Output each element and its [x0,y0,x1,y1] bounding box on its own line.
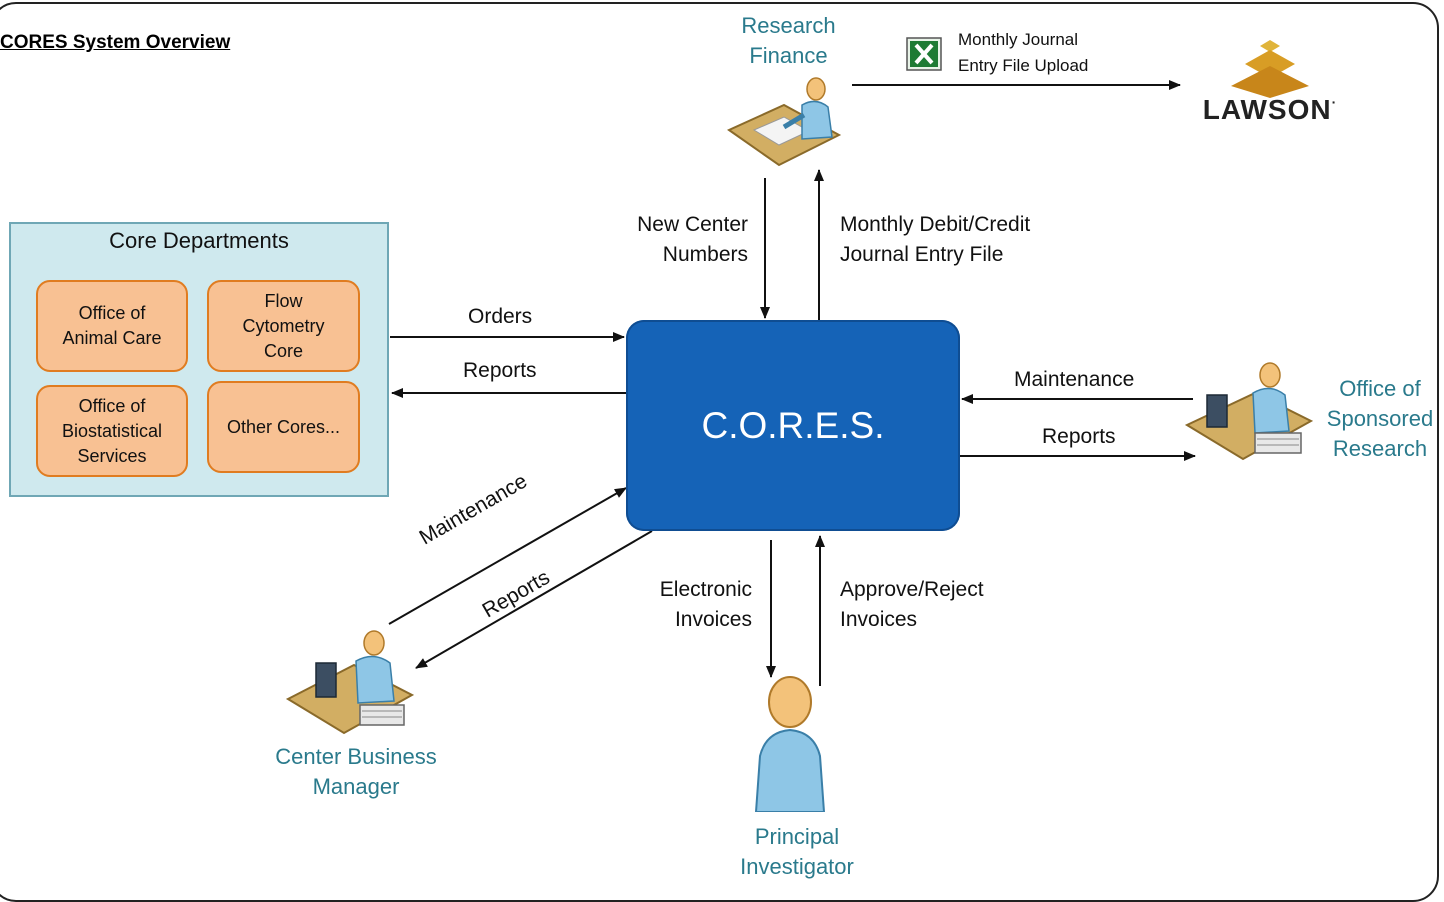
cores-system-box: C.O.R.E.S. [626,320,960,531]
reports-core-label: Reports [463,359,537,382]
core-office-animal-care: Office of Animal Care [36,280,188,372]
sponsored-research-person-at-desk-icon [1185,362,1313,461]
research-finance-person-at-desk-icon [726,77,842,167]
debit-credit-label: Monthly Debit/Credit Journal Entry File [840,213,1031,266]
actor-principal-investigator-label: Principal Investigator [740,824,854,879]
core-departments-title: Core Departments [109,228,289,253]
lawson-mark-icon [1231,40,1309,98]
maintenance-osr-label: Maintenance [1014,368,1135,391]
actor-research-finance-label: Research Finance [741,13,836,68]
cores-system-label: C.O.R.E.S. [701,404,885,446]
core-flow-cytometry: Flow Cytometry Core [207,280,360,372]
arrow-maintenance-cbm [388,487,627,625]
electronic-invoices-label: Electronic Invoices [659,578,752,631]
core-departments-group: Core Departments Office of Animal Care F… [9,222,389,497]
principal-investigator-person-icon [754,676,826,812]
page-title: CORES System Overview [0,32,231,53]
lawson-wordmark: LAWSON· [1202,94,1338,125]
lawson-logo: LAWSON· [1185,36,1355,131]
core-other-cores: Other Cores... [207,381,360,473]
flow-arrows [388,80,1196,686]
actor-sponsored-research-label: Office of Sponsored Research [1326,376,1434,461]
core-biostatistical-services: Office of Biostatistical Services [36,385,188,477]
actor-business-manager-label: Center Business Manager [275,744,437,799]
journal-upload-label: Monthly Journal Entry File Upload [958,30,1089,75]
approve-reject-label: Approve/Reject Invoices [840,578,984,631]
new-center-numbers-label: New Center Numbers [637,213,748,266]
orders-label: Orders [468,305,533,328]
reports-osr-label: Reports [1042,425,1116,448]
arrow-reports-cbm [415,530,653,669]
excel-file-icon [906,37,942,71]
business-manager-person-at-desk-icon [286,630,414,735]
